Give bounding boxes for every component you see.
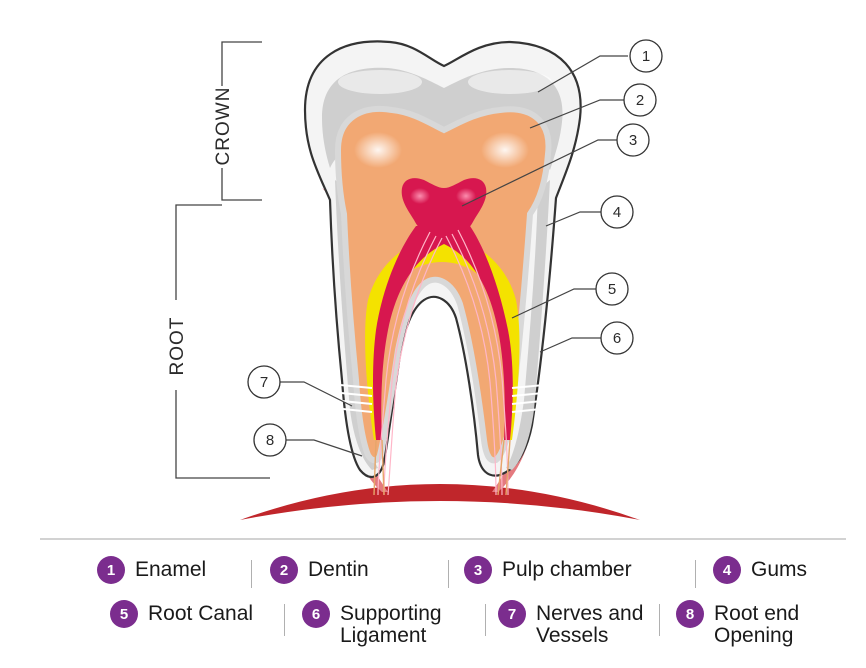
svg-text:6: 6 [613,330,621,347]
callout-5: 5 [595,272,629,306]
legend-label-dentin: Dentin [308,558,369,581]
callout-4: 4 [600,195,634,229]
legend-item-supporting-ligament: 6 Supporting Ligament [302,600,442,647]
crown-label: CROWN [213,87,234,166]
callout-1: 1 [629,39,663,73]
legend-row-1: 1 Enamel 2 Dentin 3 Pulp chamber 4 Gums [0,556,866,606]
svg-text:5: 5 [608,281,616,298]
legend-separator [485,604,486,636]
callout-leaders [280,55,628,457]
legend-separator [284,604,285,636]
legend-label-root-end-opening: Root end Opening [714,602,800,647]
legend-item-root-canal: 5 Root Canal [110,600,253,628]
legend-separator [251,560,252,588]
jawbone-curve [240,484,640,520]
legend-item-nerves-and-vessels: 7 Nerves and Vessels [498,600,643,647]
legend-badge-6: 6 [302,600,330,628]
callout-7: 7 [247,365,281,399]
crown-bracket [221,41,262,201]
callout-8: 8 [253,423,287,457]
legend-item-gums: 4 Gums [713,556,807,584]
legend-label-pulp-chamber: Pulp chamber [502,558,632,581]
legend-label-root-canal: Root Canal [148,602,254,625]
legend-label-gums: Gums [751,558,808,581]
callout-6: 6 [600,321,634,355]
root-end-fibers [373,439,511,496]
legend-label-enamel: Enamel [135,558,207,581]
legend-badge-7: 7 [498,600,526,628]
legend-label-nerves-and-vessels: Nerves and Vessels [536,602,644,647]
svg-text:4: 4 [613,204,621,221]
legend-separator [695,560,696,588]
dentin [334,106,552,464]
svg-text:3: 3 [629,132,637,149]
root-label: ROOT [167,317,188,376]
legend-badge-5: 5 [110,600,138,628]
ligament-fibers [339,384,545,413]
legend-badge-8: 8 [676,600,704,628]
legend-separator [448,560,449,588]
svg-text:1: 1 [642,48,650,65]
legend-separator [659,604,660,636]
legend-row-2: 5 Root Canal 6 Supporting Ligament 7 Ner… [0,600,866,660]
legend-badge-1: 1 [97,556,125,584]
svg-text:8: 8 [266,432,274,449]
legend-item-pulp-chamber: 3 Pulp chamber [464,556,632,584]
legend-badge-2: 2 [270,556,298,584]
legend-label-supporting-ligament: Supporting Ligament [340,602,442,647]
root-bracket [175,204,270,479]
legend-item-dentin: 2 Dentin [270,556,369,584]
svg-text:2: 2 [636,92,644,109]
legend-item-root-end-opening: 8 Root end Opening [676,600,799,647]
callout-3: 3 [616,123,650,157]
callout-2: 2 [623,83,657,117]
legend-badge-4: 4 [713,556,741,584]
legend-badge-3: 3 [464,556,492,584]
supporting-ligament-right [506,180,550,470]
svg-text:7: 7 [260,374,268,391]
legend-item-enamel: 1 Enamel [97,556,206,584]
